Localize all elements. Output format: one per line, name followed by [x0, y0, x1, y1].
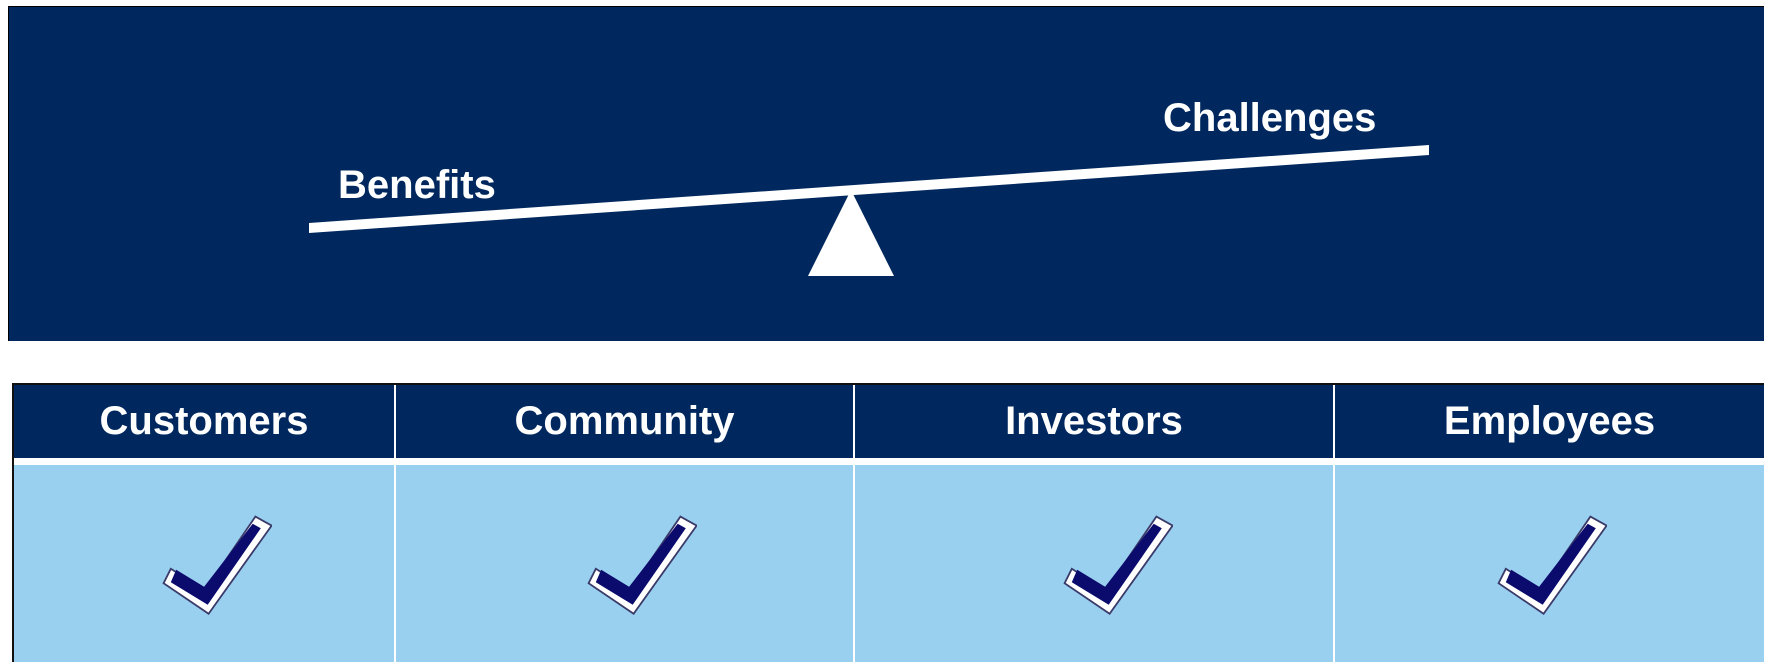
- checkmark-icon: [1496, 515, 1607, 616]
- checkmark-icon: [1063, 515, 1173, 616]
- table-cell-employees: [1335, 465, 1764, 662]
- table-cell-customers: [14, 465, 396, 662]
- column-header-community: Community: [396, 385, 855, 458]
- column-header-investors: Investors: [855, 385, 1335, 458]
- balance-scale-panel: Benefits Challenges: [8, 6, 1764, 341]
- column-header-label: Community: [514, 399, 735, 443]
- scale-fulcrum-triangle: [808, 190, 894, 276]
- balance-scale-graphic: [309, 145, 1429, 276]
- checkmark-icon: [586, 515, 697, 616]
- table-cell-community: [396, 465, 855, 662]
- table-row: [14, 465, 1764, 662]
- stakeholder-table: Customers Community Investors Employees: [12, 383, 1764, 662]
- column-header-customers: Customers: [14, 385, 396, 458]
- checkmark-icon: [162, 515, 272, 616]
- challenges-label: Challenges: [1163, 96, 1377, 140]
- benefits-label: Benefits: [338, 163, 496, 207]
- column-header-label: Employees: [1443, 399, 1656, 443]
- column-header-employees: Employees: [1335, 385, 1764, 458]
- column-header-label: Customers: [99, 399, 309, 443]
- column-header-label: Investors: [1005, 399, 1183, 443]
- table-cell-investors: [855, 465, 1335, 662]
- scale-beam: [309, 145, 1429, 233]
- table-header-row: Customers Community Investors Employees: [14, 385, 1764, 465]
